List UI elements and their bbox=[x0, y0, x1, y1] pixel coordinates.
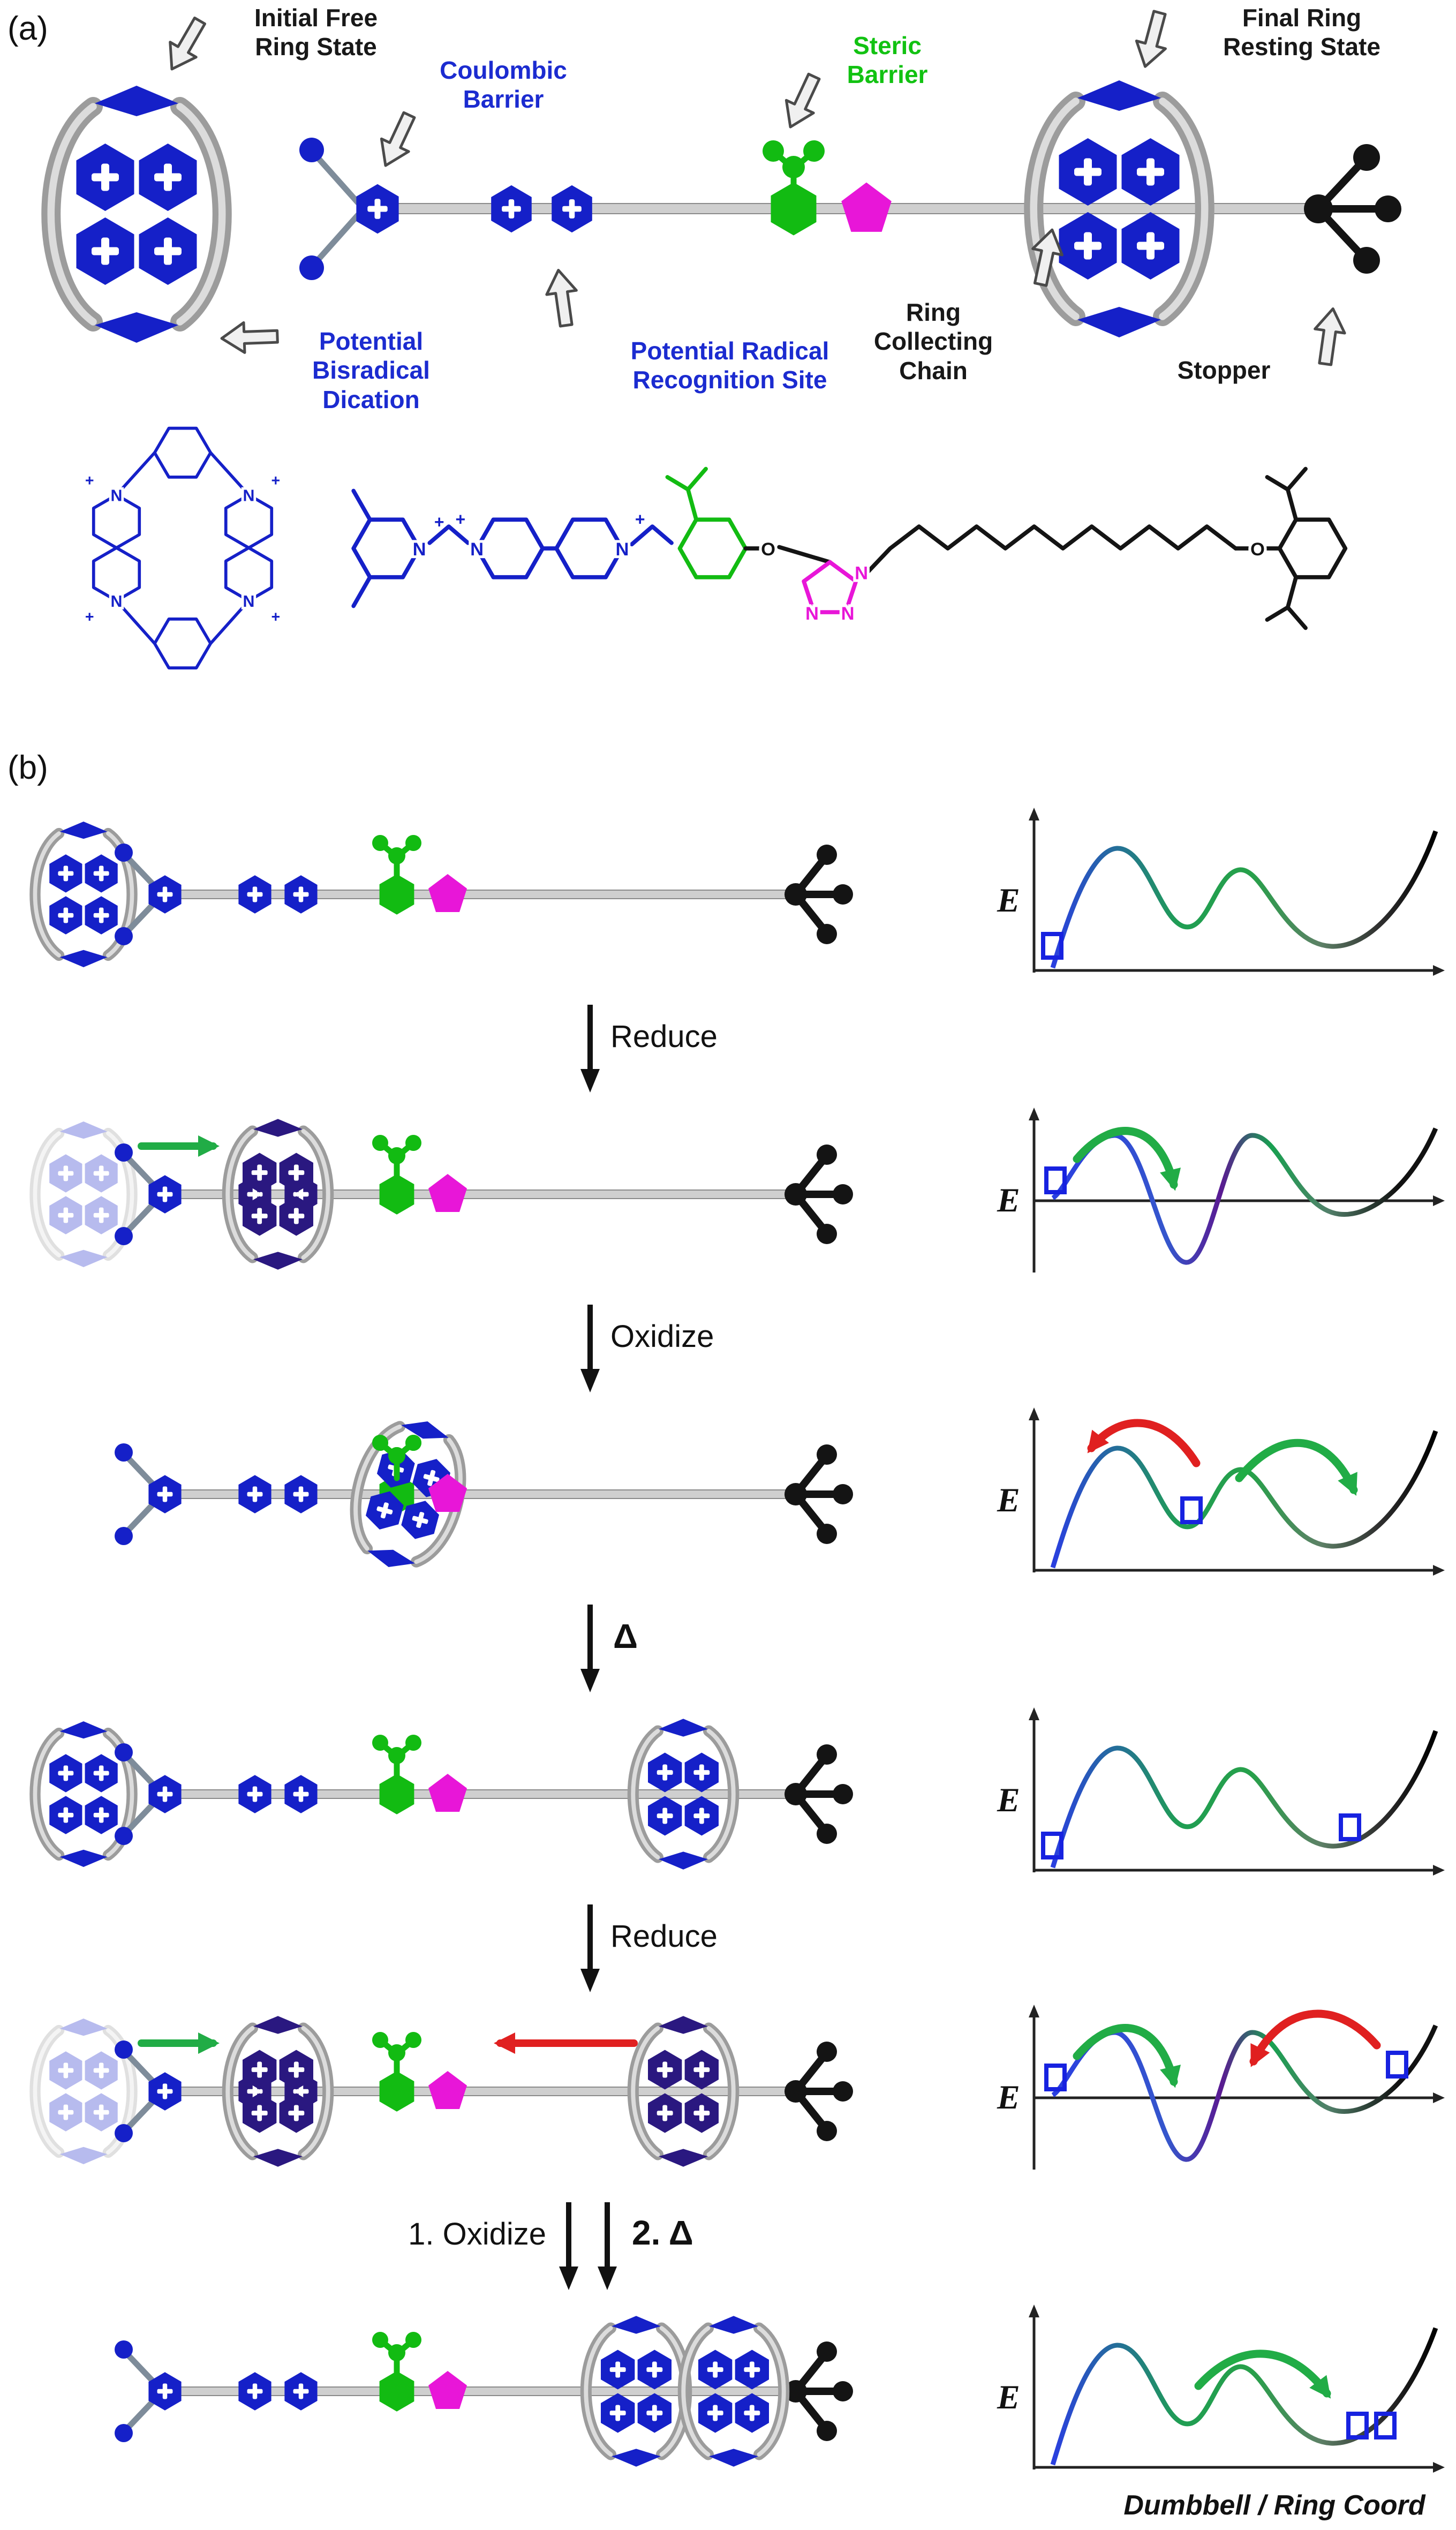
free-ring bbox=[35, 1721, 132, 1867]
energy-axis-label: E bbox=[997, 881, 1020, 919]
step-arrow-4 bbox=[578, 1902, 602, 1993]
step-arrow-1 bbox=[578, 1003, 602, 1094]
energy-axis-label: E bbox=[997, 1781, 1020, 1819]
ring-marker bbox=[1386, 2051, 1408, 2079]
ghost-ring bbox=[35, 1121, 132, 1267]
energy-axis-label: E bbox=[997, 2378, 1020, 2416]
energy-axis-label: E bbox=[997, 2078, 1020, 2116]
step-label-delta-2: 2. Δ bbox=[632, 2213, 693, 2252]
coulombic-barrier-hexagon bbox=[356, 184, 399, 234]
label-coulombic-barrier: Coulombic Barrier bbox=[440, 56, 567, 114]
plus-charge: + bbox=[271, 609, 281, 626]
nitrogen-label: N bbox=[243, 487, 255, 505]
energy-diagram-3: E bbox=[997, 1407, 1445, 1576]
ring-marker bbox=[1346, 2412, 1369, 2439]
step-arrow-5b bbox=[595, 2200, 619, 2291]
state-row-1 bbox=[19, 793, 962, 996]
panel-a-chemical-structures: N N N N + + + + bbox=[85, 426, 1348, 669]
transition-arrow-green bbox=[1194, 2350, 1331, 2399]
nitrogen-label: N bbox=[615, 539, 629, 560]
nitrogen-label: N bbox=[111, 487, 123, 505]
panel-a-label: (a) bbox=[7, 10, 48, 47]
stopper-group bbox=[1304, 144, 1401, 274]
label-potential-radical-recognition-site: Potential Radical Recognition Site bbox=[630, 337, 829, 394]
nitrogen-label: N bbox=[855, 563, 868, 584]
x-axis-label: Dumbbell / Ring Coord bbox=[1123, 2490, 1425, 2521]
ghost-ring bbox=[35, 2019, 132, 2164]
step-label-oxidize-2: 1. Oxidize bbox=[408, 2217, 546, 2252]
state-row-4 bbox=[19, 1692, 962, 1896]
ring-marker bbox=[1044, 2064, 1067, 2091]
step-label-delta: Δ bbox=[613, 1617, 638, 1655]
initial-free-ring bbox=[51, 86, 222, 343]
steric-barrier-group bbox=[763, 140, 825, 236]
panel-a-cartoon bbox=[0, 0, 1401, 396]
energy-diagram-1: E bbox=[997, 808, 1445, 976]
energy-diagram-5: E bbox=[997, 2005, 1445, 2170]
label-ring-collecting-chain: Ring Collecting Chain bbox=[873, 298, 993, 385]
energy-diagram-6: E bbox=[997, 2305, 1445, 2473]
dumbbell-structure: N + N + N + O N N N O bbox=[351, 466, 1348, 630]
nitrogen-label: N bbox=[243, 592, 255, 611]
step-arrow-2 bbox=[578, 1302, 602, 1394]
transition-arrow-red bbox=[1249, 2009, 1381, 2067]
nitrogen-label: N bbox=[413, 539, 426, 560]
free-ring bbox=[35, 822, 132, 967]
ring-marker bbox=[1180, 1496, 1203, 1524]
step-label-reduce-2: Reduce bbox=[610, 1919, 718, 1954]
step-arrow-5a bbox=[557, 2200, 580, 2291]
transition-arrow-green bbox=[1073, 1127, 1181, 1191]
state-row-2 bbox=[19, 1093, 962, 1296]
label-stopper: Stopper bbox=[1177, 356, 1271, 384]
triazole-pentagon bbox=[841, 182, 892, 232]
step-arrow-3 bbox=[578, 1602, 602, 1693]
ring-marker bbox=[1374, 2412, 1397, 2439]
plus-charge: + bbox=[85, 472, 94, 490]
energy-diagram-4: E bbox=[997, 1707, 1445, 1876]
plus-charge: + bbox=[455, 509, 465, 529]
state-row-6 bbox=[19, 2290, 962, 2493]
energy-diagram-2: E bbox=[997, 1108, 1445, 1272]
transition-arrow-green bbox=[1073, 2024, 1181, 2088]
macrocycle-structure: N N N N + + + + bbox=[85, 426, 281, 669]
ring-marker bbox=[1044, 1166, 1067, 1194]
nitrogen-label: N bbox=[805, 604, 819, 624]
nitrogen-label: N bbox=[111, 592, 123, 611]
label-potential-bisradical-dication: Potential Bisradical Dication bbox=[312, 327, 430, 413]
transition-arrow-red bbox=[1087, 1419, 1201, 1467]
energy-axis-label: E bbox=[997, 1481, 1020, 1519]
label-final-ring-resting-state: Final Ring Resting State bbox=[1223, 4, 1380, 61]
label-initial-free-ring-state: Initial Free Ring State bbox=[254, 4, 378, 61]
ring-marker bbox=[1339, 1813, 1361, 1841]
plus-charge: + bbox=[635, 509, 645, 529]
ring-marker bbox=[1041, 1832, 1063, 1859]
isopropyl-overlay bbox=[372, 1435, 421, 1481]
dumbbell-left-terminus bbox=[299, 138, 361, 280]
nitrogen-label: N bbox=[470, 539, 484, 560]
energy-axis-label: E bbox=[997, 1181, 1020, 1219]
step-label-oxidize: Oxidize bbox=[610, 1319, 714, 1354]
plus-charge: + bbox=[434, 513, 444, 532]
transition-arrow-green bbox=[1235, 1439, 1358, 1496]
plus-charge: + bbox=[85, 609, 94, 626]
panel-b-label: (b) bbox=[7, 749, 48, 786]
oxygen-label: O bbox=[761, 539, 775, 560]
state-row-3 bbox=[19, 1392, 962, 1596]
step-label-reduce-1: Reduce bbox=[610, 1019, 718, 1054]
oxygen-label: O bbox=[1250, 539, 1265, 560]
label-steric-barrier: Steric Barrier bbox=[847, 32, 928, 89]
state-row-5 bbox=[19, 1990, 962, 2193]
nitrogen-label: N bbox=[841, 604, 855, 624]
plus-charge: + bbox=[271, 472, 281, 490]
ring-marker bbox=[1041, 932, 1063, 960]
